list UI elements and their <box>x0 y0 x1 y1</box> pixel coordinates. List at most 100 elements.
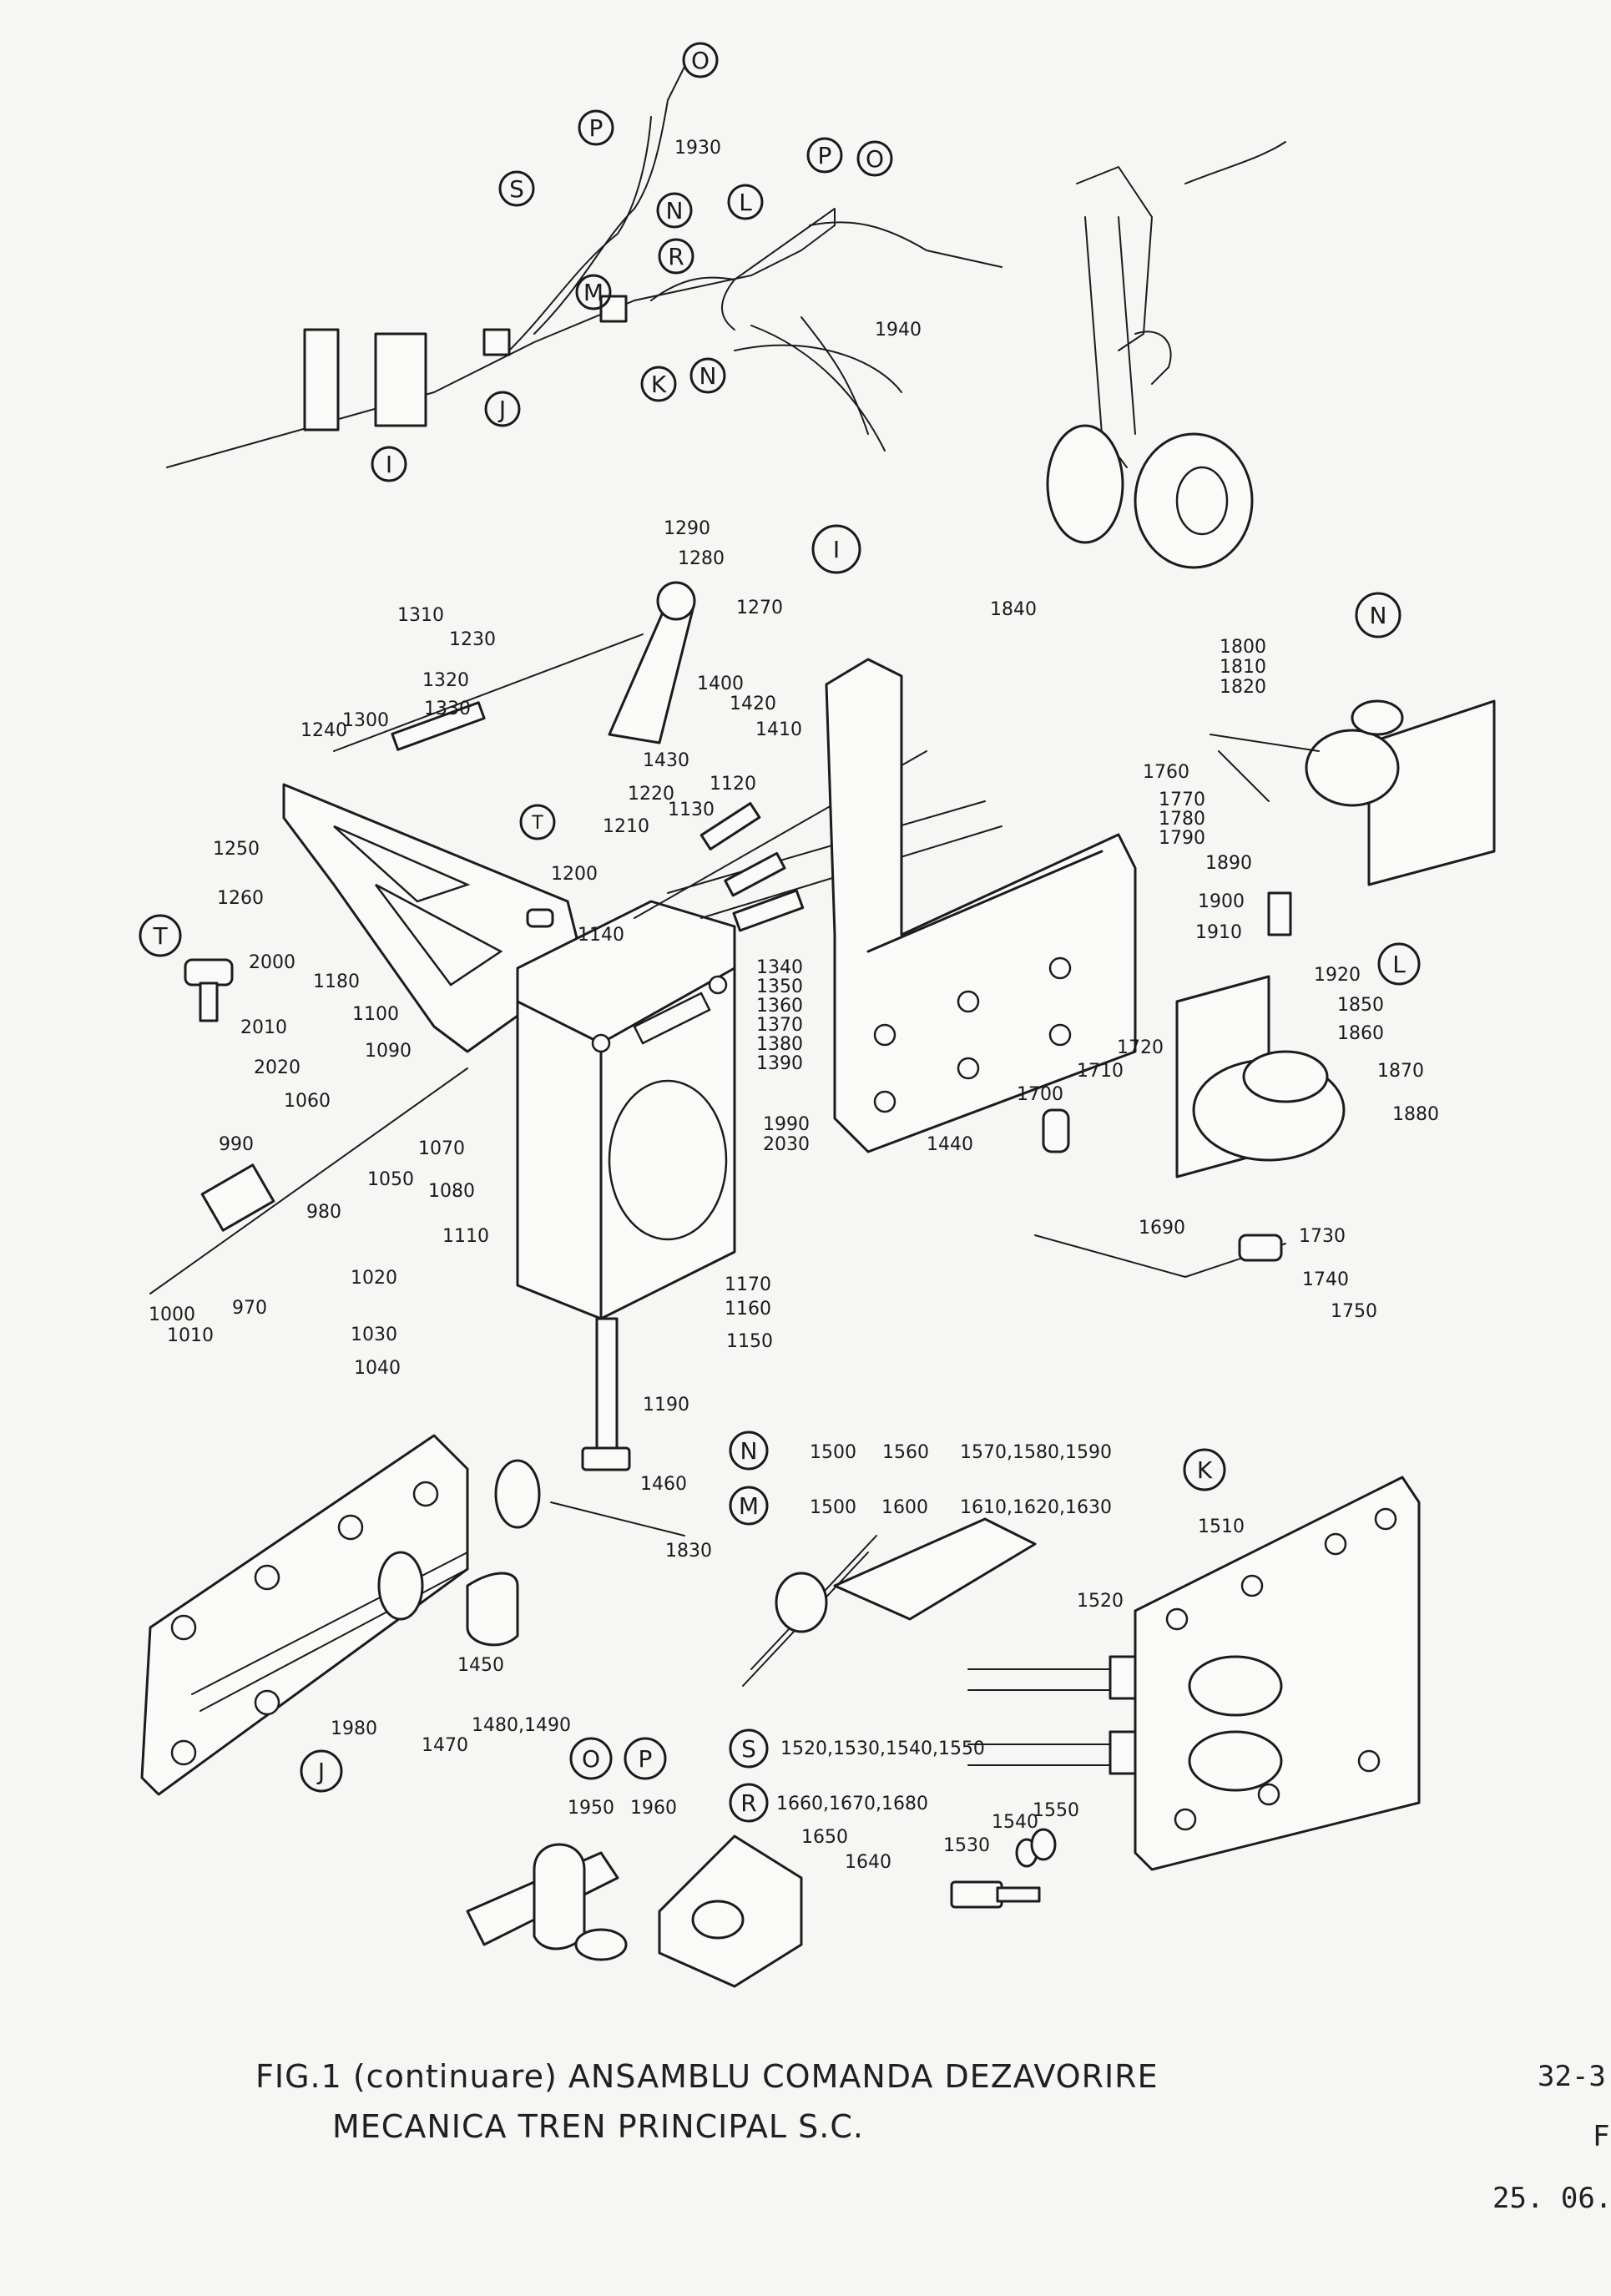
svg-text:J: J <box>316 1758 325 1785</box>
svg-text:P: P <box>639 1745 653 1773</box>
part-label: 1810 <box>1220 657 1266 678</box>
svg-text:M: M <box>739 1492 759 1520</box>
part-label: 1880 <box>1392 1104 1439 1125</box>
part-label: 1540 <box>992 1812 1038 1833</box>
part-number-labels: 1930 1940 1290 1280 1270 1840 1310 1230 … <box>149 138 1439 1873</box>
main-bracket-assembly <box>149 581 1137 1471</box>
part-label: 1770 <box>1159 790 1205 810</box>
part-label: 1070 <box>418 1138 465 1159</box>
part-label: 1950 <box>568 1798 614 1819</box>
part-label: 2030 <box>763 1134 810 1155</box>
part-label: 1150 <box>726 1331 773 1352</box>
part-label: 1480,1490 <box>472 1715 571 1736</box>
part-label: 1170 <box>725 1274 771 1295</box>
callout-O-top-right: O <box>856 140 893 177</box>
part-label: 1220 <box>628 784 674 805</box>
part-label: 1100 <box>352 1004 399 1025</box>
part-label: 1700 <box>1017 1084 1063 1105</box>
part-label: 1090 <box>365 1041 412 1062</box>
part-label: 2010 <box>240 1017 287 1038</box>
part-label: 1570,1580,1590 <box>960 1442 1112 1463</box>
callout-T-detail: T <box>139 914 182 957</box>
part-label: 1520,1530,1540,1550 <box>780 1738 985 1759</box>
callout-J-top: J <box>484 391 521 427</box>
part-label: 1610,1620,1630 <box>960 1497 1112 1518</box>
part-label: 1830 <box>665 1541 712 1562</box>
part-label: 1020 <box>351 1268 397 1289</box>
part-label: 1560 <box>882 1442 929 1463</box>
callout-R-top: R <box>658 238 694 275</box>
callout-P-main: P <box>624 1737 667 1780</box>
part-label: 1120 <box>710 774 756 795</box>
callout-T-rod: T <box>519 804 556 840</box>
part-label: 1240 <box>300 720 347 741</box>
part-label: 1930 <box>674 138 721 159</box>
part-label: 1500 <box>810 1442 856 1463</box>
part-label: 1450 <box>457 1655 504 1676</box>
part-label: 1060 <box>284 1091 331 1112</box>
part-label: 1550 <box>1033 1800 1079 1821</box>
callout-N-list: N <box>729 1431 769 1471</box>
part-label: 1990 <box>763 1114 810 1135</box>
callout-R-list: R <box>729 1783 769 1823</box>
svg-text:R: R <box>740 1789 756 1817</box>
part-label: 1250 <box>213 839 260 860</box>
callout-K-top: K <box>640 366 677 402</box>
overview-harness-illustration <box>166 66 1286 569</box>
callout-N-top-lower: N <box>689 357 726 394</box>
svg-text:S: S <box>741 1735 756 1763</box>
callout-L-main: L <box>1377 942 1421 986</box>
part-label: 1860 <box>1337 1023 1384 1044</box>
callout-M-top: M <box>575 274 612 310</box>
part-label: 1600 <box>881 1497 928 1518</box>
part-label: 1290 <box>664 518 710 539</box>
svg-text:L: L <box>739 189 752 216</box>
part-label: 1410 <box>755 719 802 740</box>
svg-text:K: K <box>651 371 667 398</box>
part-label: 1390 <box>756 1053 803 1074</box>
svg-text:N: N <box>666 197 684 225</box>
part-label: 1980 <box>331 1718 377 1739</box>
part-label: 1900 <box>1198 891 1245 912</box>
part-label: 1430 <box>643 750 689 771</box>
part-label: 1130 <box>668 800 715 820</box>
part-label: 1210 <box>603 816 649 837</box>
part-label: 1260 <box>217 888 264 909</box>
detail-r-bracket <box>658 1834 803 1988</box>
callout-S-top: S <box>498 170 535 207</box>
part-label: 1270 <box>736 598 783 618</box>
part-label: 1340 <box>756 957 803 978</box>
svg-text:N: N <box>1370 602 1387 629</box>
part-label: 1790 <box>1159 828 1205 849</box>
part-label: 1140 <box>578 925 624 946</box>
detail-n-l-spring-cam <box>1034 699 1496 1278</box>
part-label: 1330 <box>424 699 471 719</box>
part-label: 1320 <box>422 670 469 691</box>
part-label: 1780 <box>1159 809 1205 830</box>
callout-N-main: N <box>1355 592 1401 638</box>
part-label: 1300 <box>342 710 389 731</box>
callout-S-list: S <box>729 1728 769 1769</box>
part-label: 1710 <box>1077 1061 1124 1082</box>
part-label: 1910 <box>1195 922 1242 943</box>
detail-n-m-clip <box>742 1517 1037 1687</box>
part-label: 1380 <box>756 1034 803 1055</box>
part-label: 1520 <box>1077 1591 1124 1612</box>
svg-text:O: O <box>691 47 710 74</box>
part-label: 1800 <box>1220 637 1266 658</box>
part-label: 1030 <box>351 1325 397 1345</box>
part-label: 1820 <box>1220 677 1266 698</box>
part-label: 1890 <box>1205 853 1252 874</box>
part-label: 970 <box>232 1298 267 1319</box>
figure-caption-line-1: FIG.1 (continuare) ANSAMBLU COMANDA DEZA… <box>255 2058 1159 2095</box>
revision-date: 25. 06. <box>1492 2182 1611 2215</box>
part-label: 1960 <box>630 1798 677 1819</box>
detail-o-p-clamp <box>466 1843 628 1961</box>
part-label: 1110 <box>442 1226 489 1247</box>
callout-O-top-left: O <box>682 42 719 78</box>
part-label: 1940 <box>875 320 922 341</box>
part-label: 1190 <box>643 1395 689 1415</box>
svg-text:I: I <box>386 451 392 478</box>
part-label: 1870 <box>1377 1061 1424 1082</box>
